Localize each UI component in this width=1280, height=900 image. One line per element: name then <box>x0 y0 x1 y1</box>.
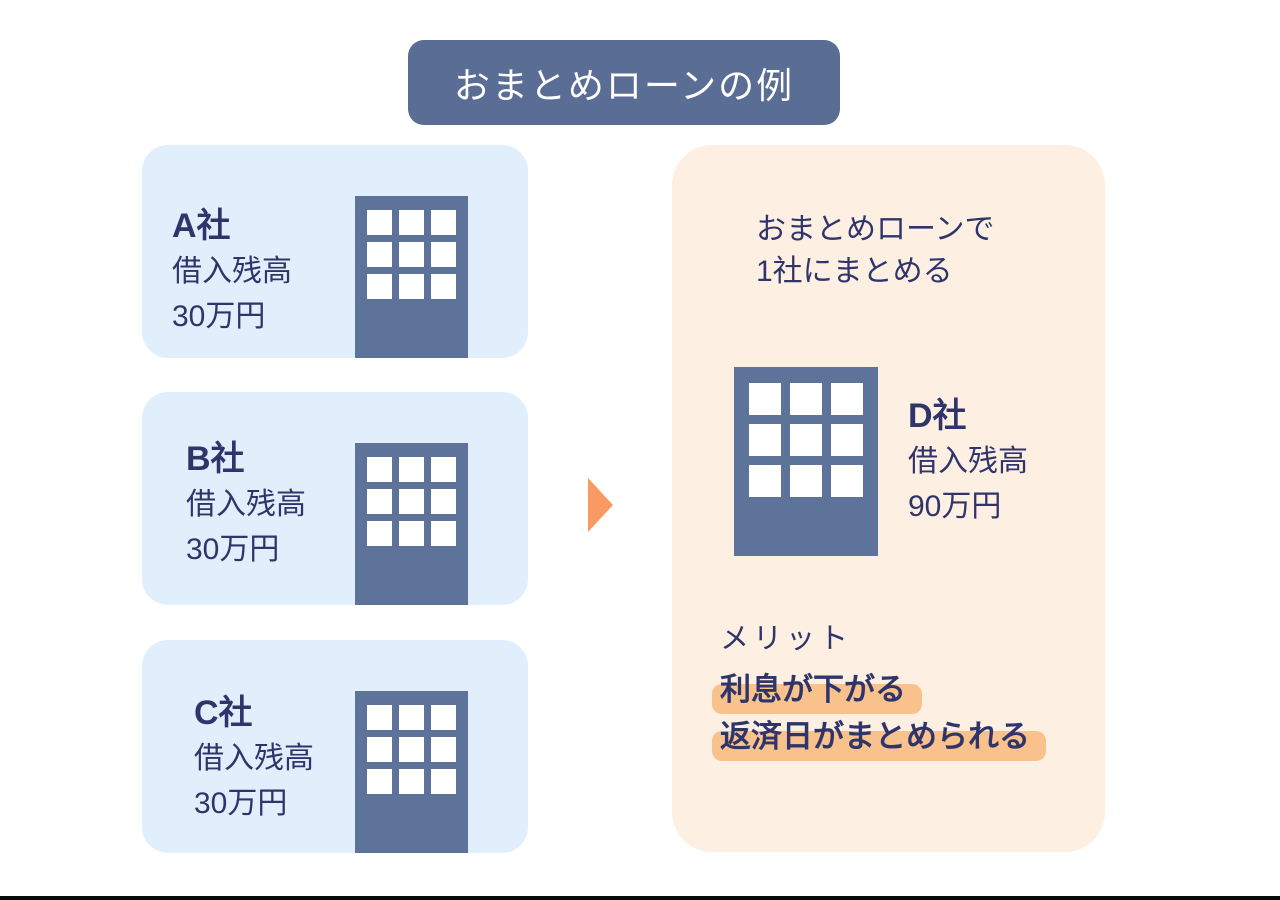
building-window <box>399 705 424 730</box>
building-window <box>367 274 392 299</box>
building-window <box>367 521 392 546</box>
lender-card-a: A社 借入残高 30万円 <box>142 145 528 358</box>
building-window <box>399 489 424 514</box>
lender-card-b: B社 借入残高 30万円 <box>142 392 528 605</box>
building-window <box>790 465 822 497</box>
balance-label: 借入残高 <box>172 255 292 288</box>
building-window <box>831 424 863 456</box>
bottom-edge-bar <box>0 896 1280 900</box>
building-window <box>790 383 822 415</box>
lender-info: B社 借入残高 30万円 <box>186 436 306 572</box>
building-window <box>399 242 424 267</box>
building-window <box>431 489 456 514</box>
lender-name: D社 <box>908 397 967 435</box>
building-window <box>367 457 392 482</box>
lender-name: B社 <box>186 440 245 478</box>
lender-name: C社 <box>194 694 253 732</box>
merit-text: 利息が下がる <box>712 672 922 714</box>
balance-label: 借入残高 <box>194 742 314 775</box>
balance-value: 30万円 <box>172 300 266 333</box>
arrow-right-icon <box>588 478 613 532</box>
merit-item: 返済日がまとめられる <box>712 719 1046 761</box>
building-icon <box>355 443 468 605</box>
intro-line-2: 1社にまとめる <box>756 255 953 288</box>
lender-info: C社 借入残高 30万円 <box>194 690 314 826</box>
consolidation-intro: おまとめローンで 1社にまとめる <box>756 209 995 293</box>
building-window <box>431 737 456 762</box>
balance-label: 借入残高 <box>186 488 306 521</box>
building-window <box>749 465 781 497</box>
building-icon <box>734 367 878 556</box>
building-window <box>399 737 424 762</box>
balance-label: 借入残高 <box>908 445 1028 478</box>
balance-value: 90万円 <box>908 490 1002 523</box>
page-title: おまとめローンの例 <box>453 64 795 106</box>
building-window <box>399 210 424 235</box>
building-window <box>367 242 392 267</box>
building-window <box>431 210 456 235</box>
consolidated-panel: おまとめローンで 1社にまとめる D社 借入残高 90万円 メリット 利息が下が… <box>672 145 1105 852</box>
lender-name: A社 <box>172 207 231 245</box>
building-window <box>367 737 392 762</box>
lender-card-c: C社 借入残高 30万円 <box>142 640 528 853</box>
building-icon <box>355 196 468 358</box>
building-window <box>431 274 456 299</box>
consolidated-lender-info: D社 借入残高 90万円 <box>908 393 1028 529</box>
building-window <box>399 457 424 482</box>
building-window <box>431 242 456 267</box>
building-window <box>431 521 456 546</box>
title-banner: おまとめローンの例 <box>408 40 840 125</box>
building-window <box>367 769 392 794</box>
merit-heading: メリット <box>720 623 853 655</box>
building-window <box>749 424 781 456</box>
merit-item: 利息が下がる <box>712 672 1030 714</box>
building-window <box>399 521 424 546</box>
building-window <box>399 274 424 299</box>
building-window <box>790 424 822 456</box>
building-window <box>367 489 392 514</box>
building-window <box>431 705 456 730</box>
building-window <box>831 383 863 415</box>
building-window <box>831 465 863 497</box>
building-window <box>399 769 424 794</box>
building-window <box>431 457 456 482</box>
building-window <box>431 769 456 794</box>
building-window <box>367 705 392 730</box>
building-window <box>367 210 392 235</box>
lender-info: A社 借入残高 30万円 <box>172 203 292 339</box>
building-icon <box>355 691 468 853</box>
intro-line-1: おまとめローンで <box>756 213 995 246</box>
balance-value: 30万円 <box>194 787 288 820</box>
building-window <box>749 383 781 415</box>
merit-text: 返済日がまとめられる <box>712 719 1046 761</box>
balance-value: 30万円 <box>186 533 280 566</box>
merit-list: 利息が下がる 返済日がまとめられる <box>712 672 1046 767</box>
